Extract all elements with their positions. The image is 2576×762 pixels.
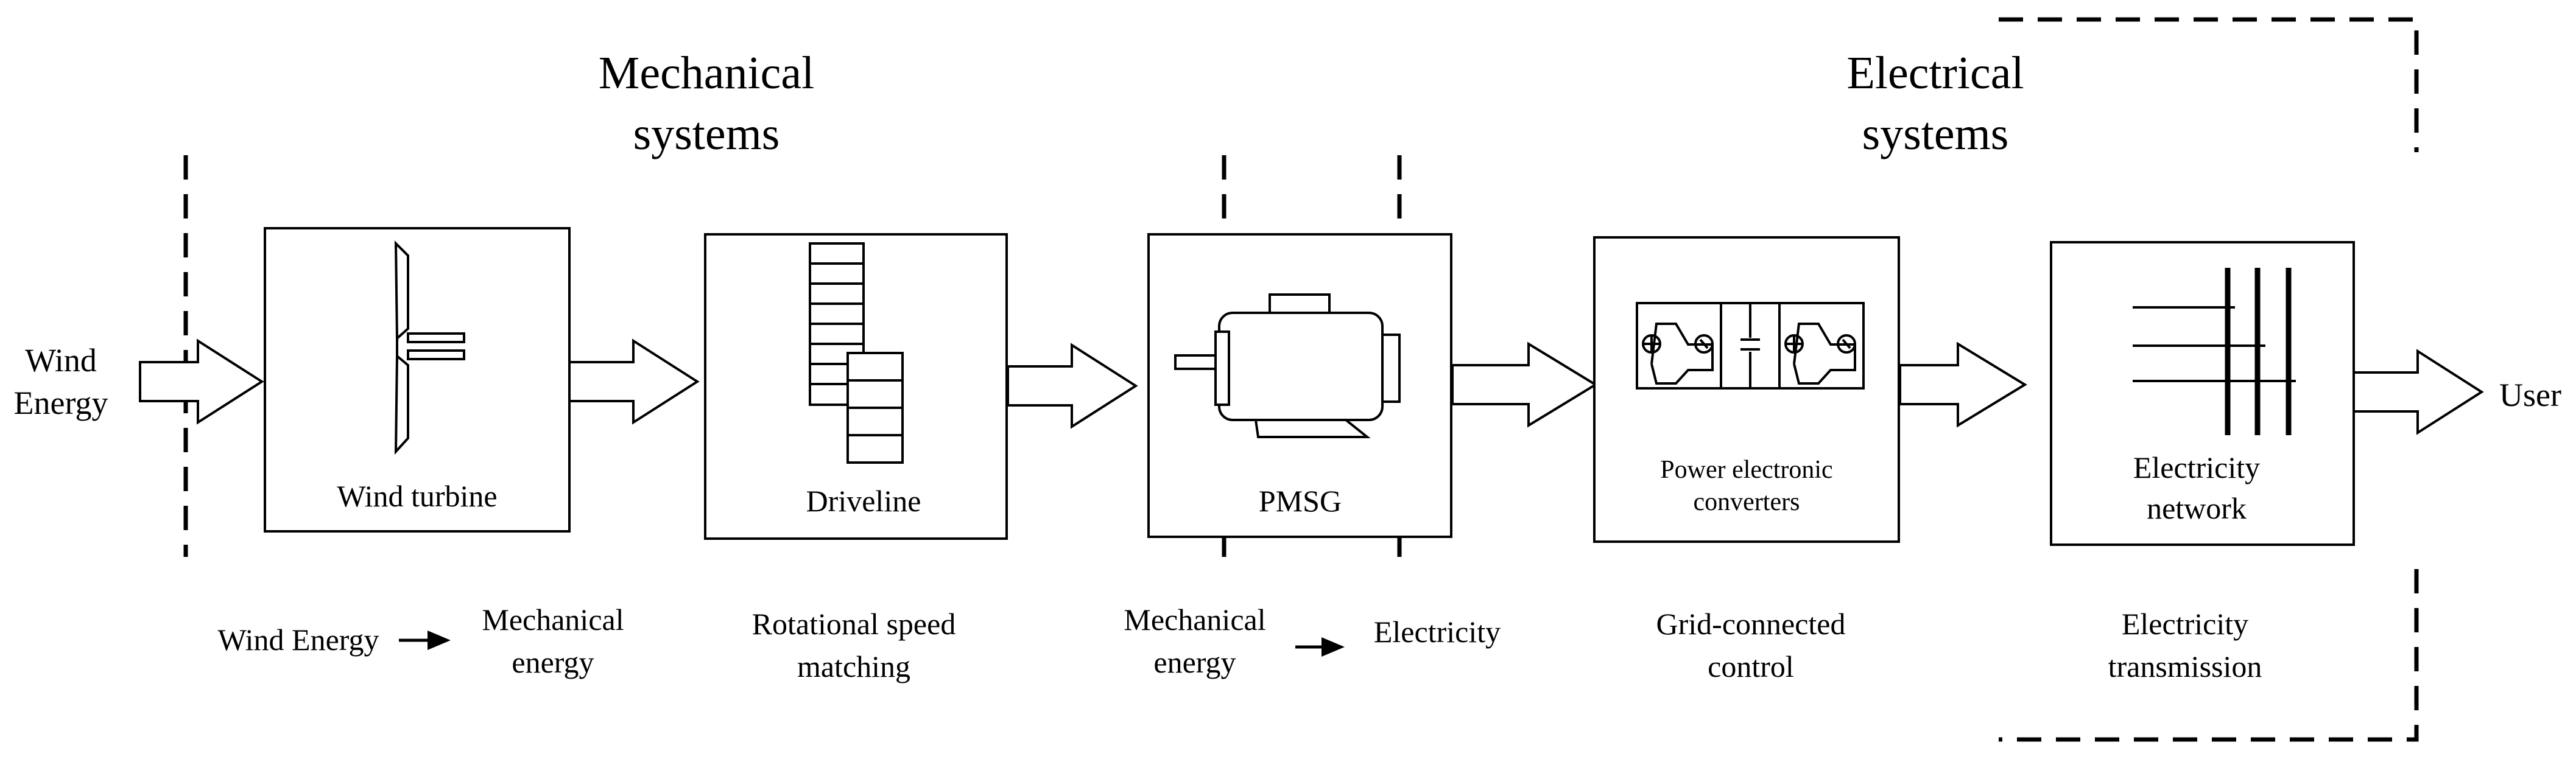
mechanical-systems-heading-line2: systems bbox=[633, 108, 780, 159]
transmission-label-line1: Electricity bbox=[2122, 607, 2248, 641]
flow-arrow-pmsg-to-converters bbox=[1451, 341, 1598, 428]
busbar-icon bbox=[2133, 268, 2296, 435]
mechanical-systems-heading-line1: Mechanical bbox=[599, 47, 814, 99]
wind-turbine-label: Wind turbine bbox=[337, 479, 497, 513]
electrical-systems-heading-line2: systems bbox=[1862, 108, 2009, 159]
input-label-line1: Wind bbox=[25, 342, 97, 379]
electrical-boundary-dash-bottom bbox=[1999, 569, 2419, 742]
network-label-line1: Electricity bbox=[2133, 450, 2260, 484]
wind-turbine-icon bbox=[394, 240, 465, 455]
pmsg-block: PMSG bbox=[1147, 233, 1452, 538]
driveline-label: Driveline bbox=[806, 484, 921, 518]
speed-matching-label-line2: matching bbox=[797, 649, 910, 683]
flow-arrow-input bbox=[139, 338, 264, 425]
flow-arrow-converters-to-network bbox=[1899, 341, 2027, 428]
input-label-line2: Energy bbox=[14, 385, 108, 421]
network-box bbox=[2050, 241, 2355, 546]
grid-control-label-line1: Grid-connected bbox=[1656, 607, 1846, 641]
flow-arrow-output bbox=[2353, 349, 2484, 435]
grid-control-label-line2: control bbox=[1708, 649, 1794, 683]
converters-label-line1: Power electronic bbox=[1660, 456, 1832, 484]
conversion2-to-label: Electricity bbox=[1374, 615, 1501, 649]
speed-matching-label-line1: Rotational speed bbox=[752, 607, 956, 641]
pmsg-label: PMSG bbox=[1259, 484, 1342, 518]
wind-turbine-block: Wind turbine bbox=[264, 227, 571, 533]
transmission-label-line2: transmission bbox=[2108, 649, 2262, 683]
flow-arrow-turbine-to-driveline bbox=[568, 338, 700, 425]
converters-label-line2: converters bbox=[1694, 488, 1800, 516]
conversion1-to-label-line2: energy bbox=[512, 645, 594, 679]
generator-icon bbox=[1174, 293, 1401, 438]
conversion2-from-label-line2: energy bbox=[1153, 645, 1236, 679]
driveline-block: Driveline bbox=[704, 233, 1008, 540]
converter-circuit-icon bbox=[1636, 302, 1865, 390]
output-label: User bbox=[2499, 377, 2561, 413]
conversion1-to-label-line1: Mechanical bbox=[482, 603, 624, 637]
converters-block: Power electronic converters bbox=[1593, 236, 1900, 543]
conversion1-from-label: Wind Energy bbox=[217, 623, 379, 657]
network-label-line2: network bbox=[2147, 491, 2247, 525]
network-block: Electricity network bbox=[2050, 241, 2355, 546]
gear-stack-icon bbox=[809, 242, 904, 464]
conversion1-arrow bbox=[399, 631, 451, 650]
conversion2-from-label-line1: Mechanical bbox=[1124, 603, 1265, 637]
wind-turbine-box bbox=[264, 227, 571, 533]
electrical-systems-heading-line1: Electrical bbox=[1846, 47, 2024, 99]
electrical-boundary-dash-top bbox=[1999, 17, 2419, 152]
conversion2-arrow bbox=[1295, 637, 1345, 657]
flow-arrow-driveline-to-pmsg bbox=[1007, 343, 1138, 429]
